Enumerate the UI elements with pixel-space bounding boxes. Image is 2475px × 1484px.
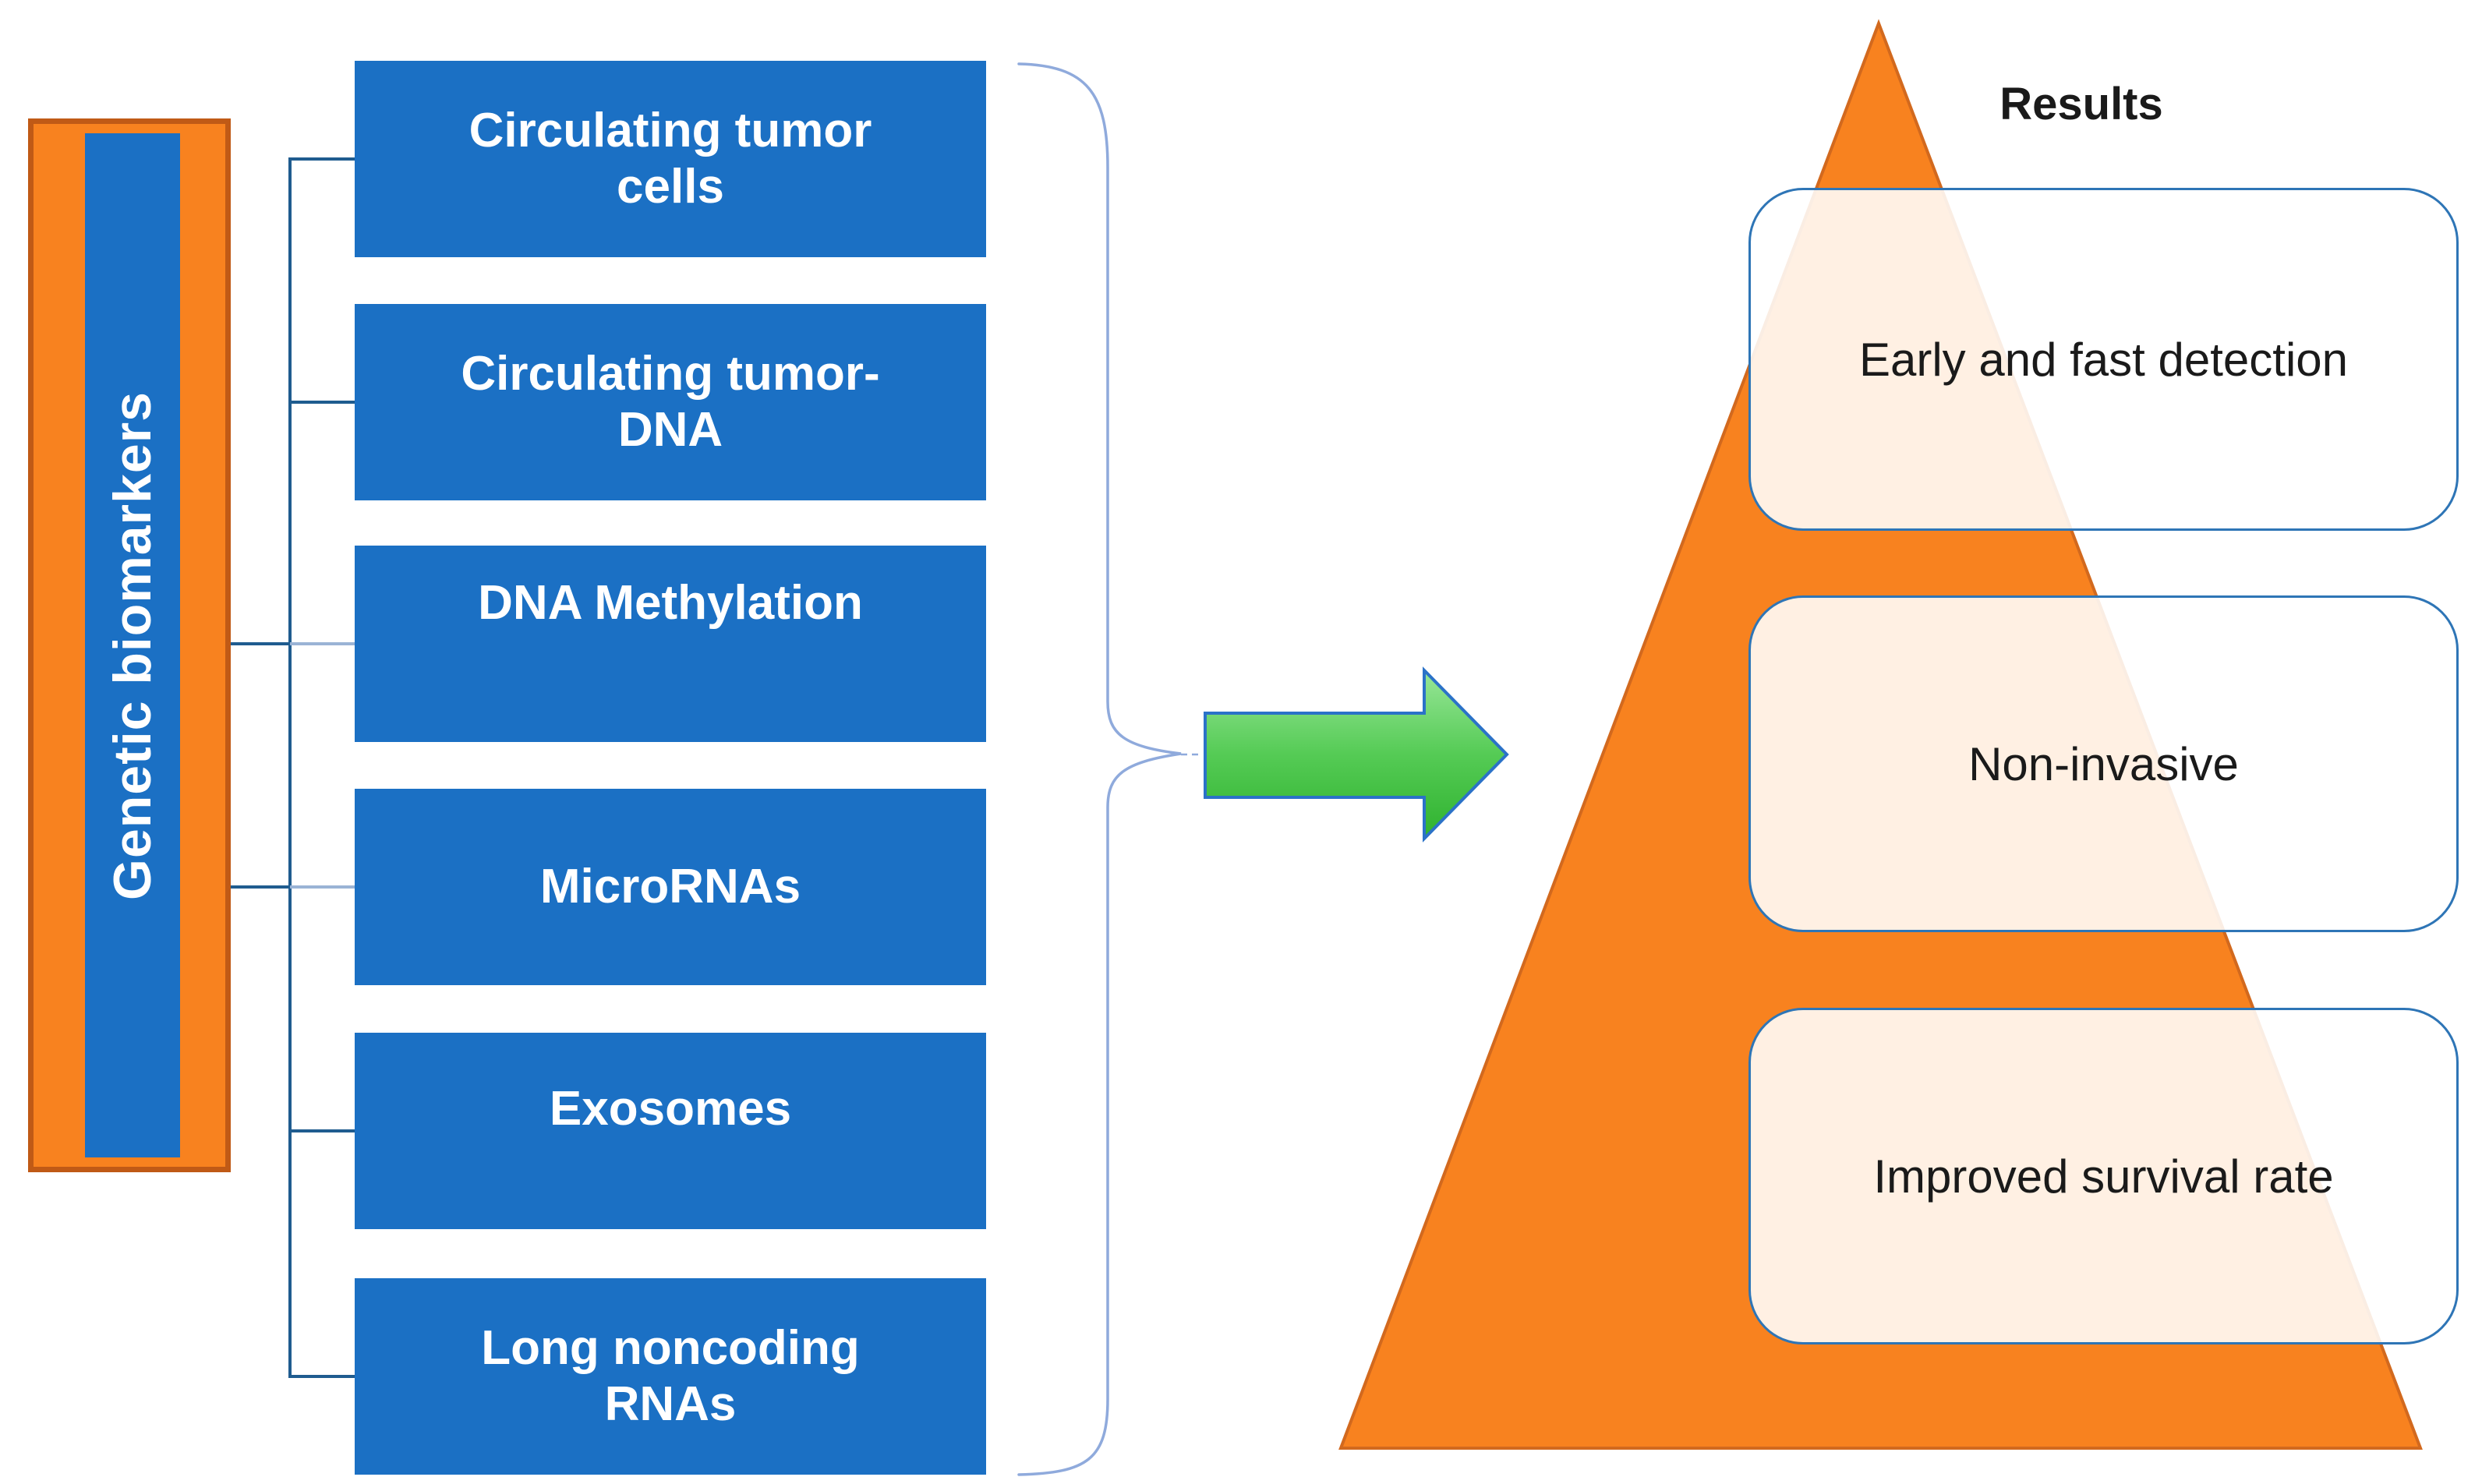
right-arrow xyxy=(1204,666,1509,843)
biomarker-box-micrornas: MicroRNAs xyxy=(355,789,986,985)
genetic-biomarkers-strip: Genetic biomarkers xyxy=(85,133,180,1157)
genetic-biomarkers-bar: Genetic biomarkers xyxy=(28,118,231,1172)
genetic-biomarkers-label: Genetic biomarkers xyxy=(103,390,162,900)
biomarker-box-circulating-tumor-cells: Circulating tumor cells xyxy=(355,61,986,257)
result-box-improved-survival-rate: Improved survival rate xyxy=(1748,1008,2459,1344)
biomarker-box-circulating-tumor-dna: Circulating tumor- DNA xyxy=(355,304,986,500)
biomarker-box-dna-methylation: DNA Methylation xyxy=(355,546,986,742)
connector-lines xyxy=(230,157,356,1378)
curly-brace xyxy=(1017,62,1182,1476)
biomarker-box-exosomes: Exosomes xyxy=(355,1033,986,1229)
result-box-non-invasive: Non-invasive xyxy=(1748,595,2459,932)
biomarker-box-long-noncoding-rnas: Long noncoding RNAs xyxy=(355,1278,986,1475)
result-box-early-and-fast-detection: Early and fast detection xyxy=(1748,188,2459,531)
results-title: Results xyxy=(1999,79,2163,129)
connector-lines-light xyxy=(290,642,356,889)
